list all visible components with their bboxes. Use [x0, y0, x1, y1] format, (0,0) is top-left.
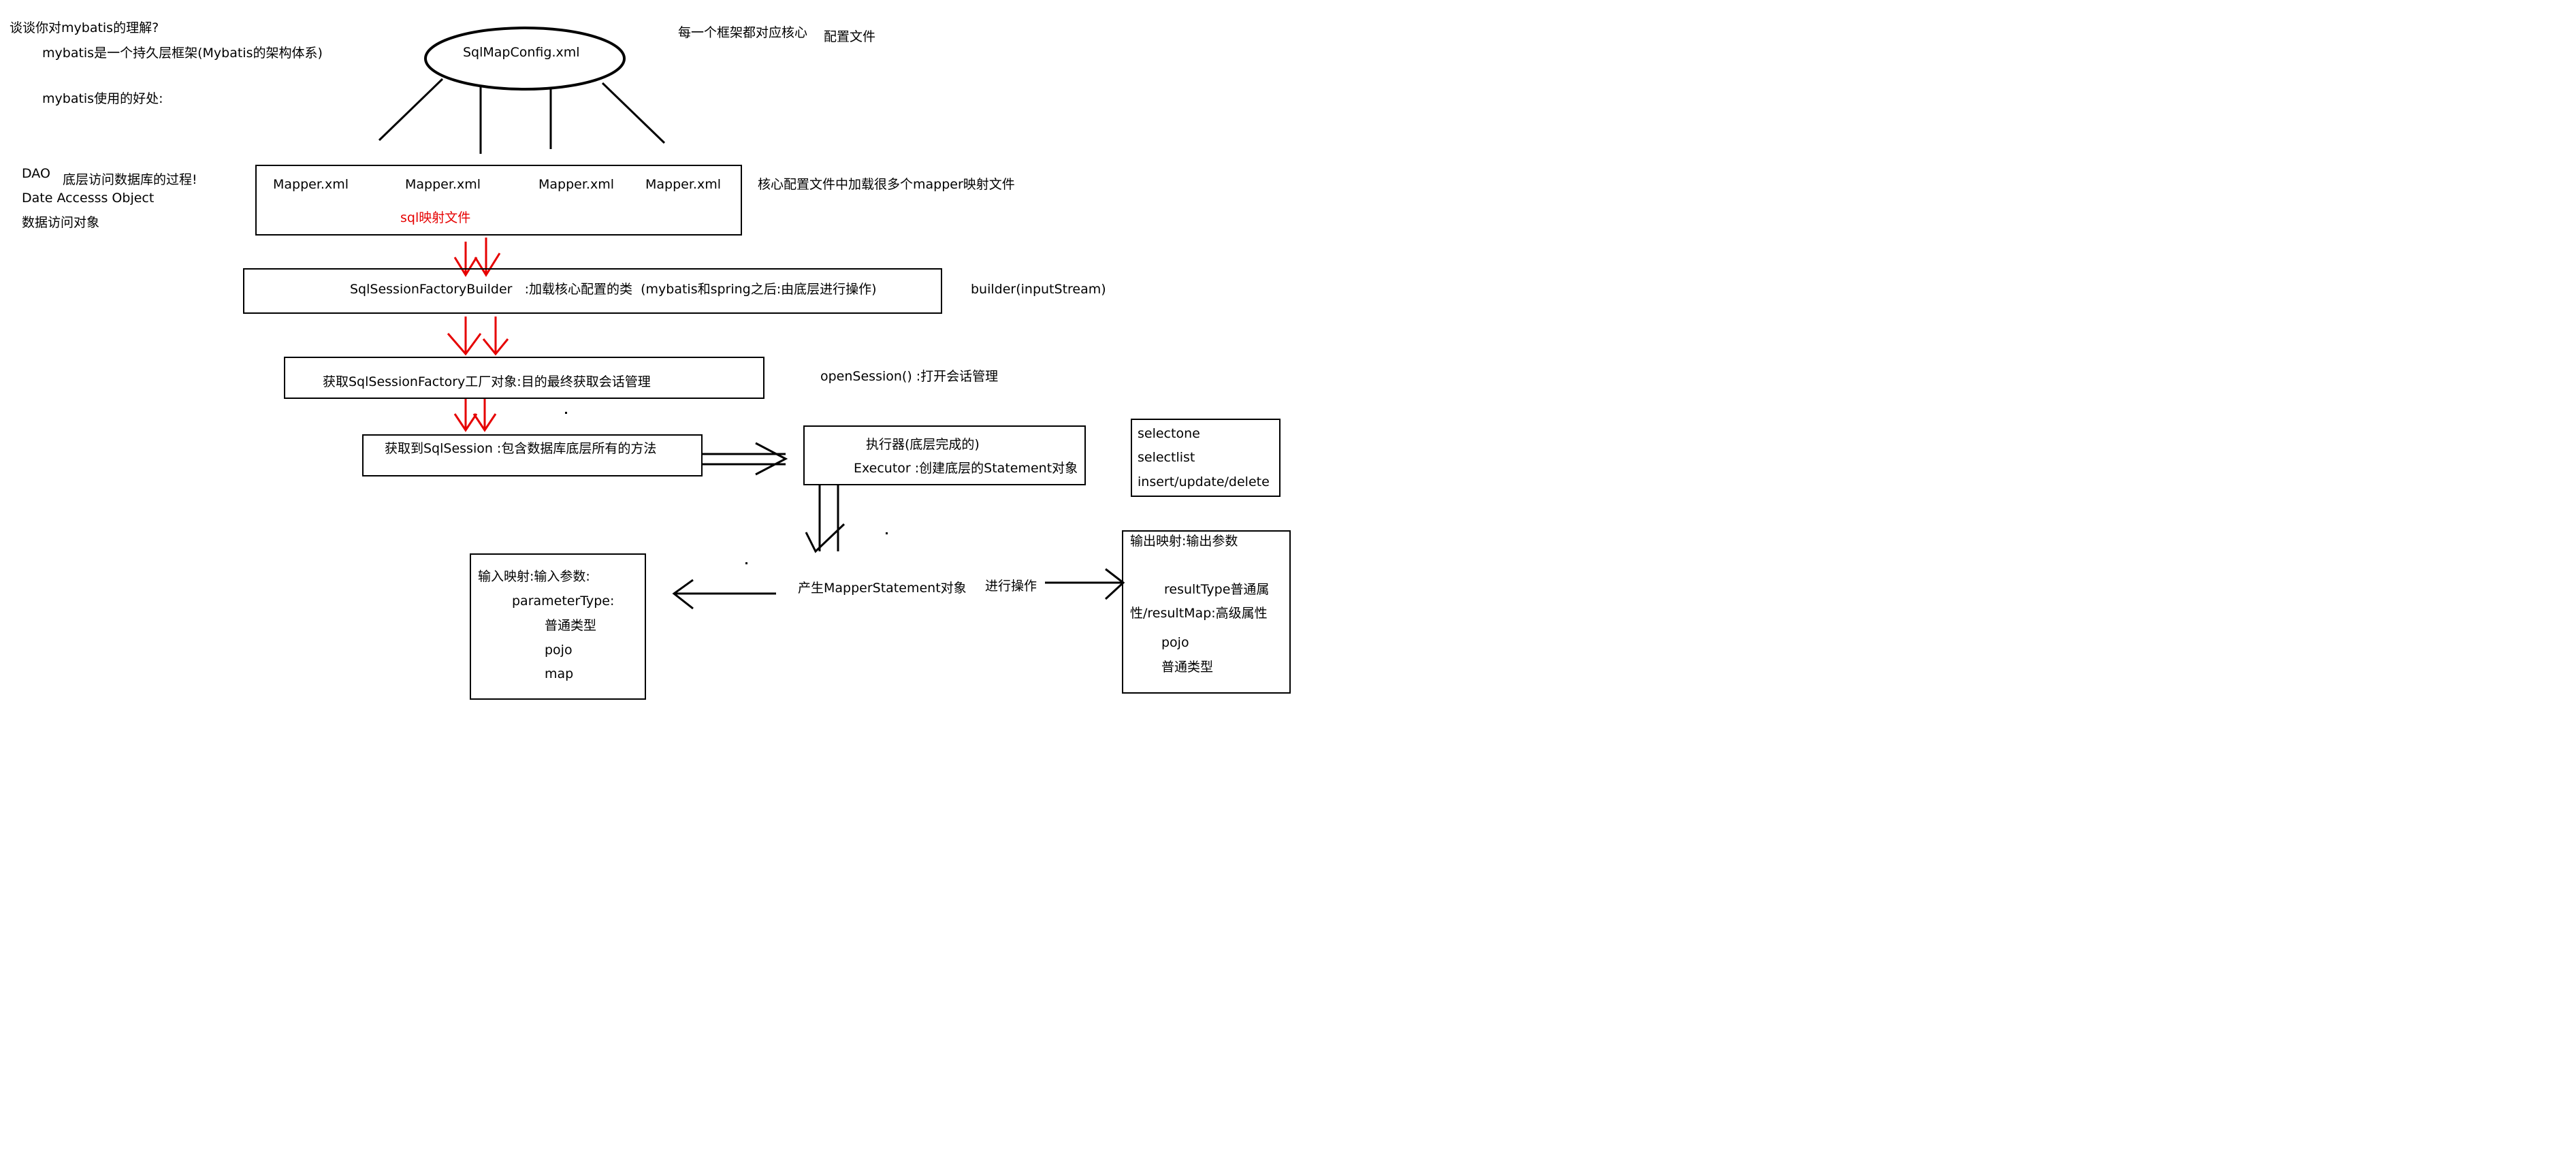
- dao-full-name: Date Accesss Object: [22, 191, 155, 206]
- dao-chinese-name: 数据访问对象: [22, 215, 100, 230]
- input-type-map: map: [545, 666, 574, 681]
- method-selectlist: selectlist: [1138, 450, 1195, 465]
- mapper-file-3: Mapper.xml: [538, 177, 614, 192]
- sql-mapping-caption: sql映射文件: [400, 210, 471, 225]
- executor-box: [803, 425, 1086, 485]
- arrow-to-output-mapping: [1045, 568, 1125, 600]
- sqlsession-methods-box: [1131, 419, 1281, 497]
- question-text: 谈谈你对mybatis的理解?: [10, 20, 159, 35]
- output-type-primitive: 普通类型: [1161, 660, 1214, 675]
- result-type-line-1: resultType普通属: [1164, 582, 1270, 597]
- factory-label: 获取SqlSessionFactory工厂对象:目的最终获取会话管理: [323, 374, 651, 389]
- builder-label: SqlSessionFactoryBuilder :加载核心配置的类 (myba…: [350, 282, 877, 297]
- input-mapping-title: 输入映射:输入参数:: [478, 569, 590, 584]
- stray-dot: [565, 412, 567, 414]
- mapper-note: 核心配置文件中加载很多个mapper映射文件: [758, 177, 1015, 192]
- sqlsession-box: [362, 434, 703, 476]
- session-label: 获取到SqlSession :包含数据库底层所有的方法: [385, 441, 657, 456]
- mapper-file-2: Mapper.xml: [405, 177, 481, 192]
- double-arrow-session-to-executor: [701, 442, 788, 476]
- stray-dot: [886, 532, 888, 534]
- output-mapping-title: 输出映射:输出参数: [1130, 534, 1238, 549]
- parameter-type-label: parameterType:: [512, 594, 615, 609]
- builder-method: builder(inputStream): [971, 282, 1106, 297]
- config-branch-line: [601, 82, 666, 144]
- mapper-file-1: Mapper.xml: [273, 177, 349, 192]
- sqlmapconfig-ellipse: [424, 27, 626, 91]
- sqlmapconfig-label: SqlMapConfig.xml: [463, 45, 580, 60]
- arrow-to-input-mapping: [672, 579, 776, 610]
- mapper-file-4: Mapper.xml: [645, 177, 721, 192]
- red-arrow-builder-to-factory: [447, 317, 509, 356]
- sqlsessionfactorybuilder-box: [243, 268, 942, 314]
- executor-line-1: 执行器(底层完成的): [866, 437, 980, 452]
- config-branch-line: [378, 78, 444, 142]
- mapper-files-box: [255, 165, 742, 236]
- red-arrow-factory-to-session: [453, 398, 497, 432]
- benefits-text: mybatis使用的好处:: [42, 91, 163, 106]
- result-type-line-2: 性/resultMap:高级属性: [1130, 606, 1268, 621]
- dao-label: DAO: [22, 166, 50, 181]
- operate-label: 进行操作: [985, 579, 1037, 594]
- open-session-method: openSession() :打开会话管理: [820, 369, 999, 384]
- double-arrow-executor-down: [805, 485, 846, 553]
- mapped-statement-label: 产生MapperStatement对象: [798, 581, 967, 596]
- definition-text: mybatis是一个持久层框架(Mybatis的架构体系): [42, 46, 323, 61]
- config-note-2: 配置文件: [824, 29, 876, 44]
- dao-description: 底层访问数据库的过程!: [63, 172, 197, 187]
- input-type-pojo: pojo: [545, 643, 573, 658]
- input-type-primitive: 普通类型: [545, 618, 597, 633]
- method-selectone: selectone: [1138, 426, 1200, 441]
- sqlsessionfactory-box: [284, 357, 764, 399]
- output-type-pojo: pojo: [1161, 635, 1189, 650]
- input-mapping-box: [470, 553, 646, 700]
- stray-dot: [745, 562, 747, 564]
- method-insert-update-delete: insert/update/delete: [1138, 474, 1270, 489]
- config-note-1: 每一个框架都对应核心: [678, 25, 808, 40]
- executor-line-2: Executor :创建底层的Statement对象: [854, 461, 1078, 476]
- output-mapping-box: [1122, 530, 1291, 694]
